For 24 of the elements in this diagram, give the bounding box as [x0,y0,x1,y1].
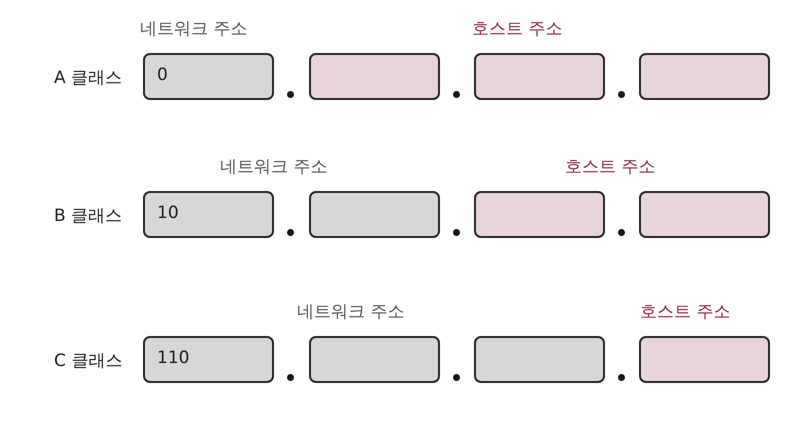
address-box [639,53,770,100]
host-address-heading: 호스트 주소 [472,18,562,40]
address-box [309,191,440,238]
address-box [143,336,274,383]
class-label: C 클래스 [54,350,122,372]
address-box [474,336,605,383]
address-box [474,53,605,100]
network-address-heading: 네트워크 주소 [297,301,404,323]
class-label: B 클래스 [54,205,122,227]
address-box [309,53,440,100]
network-address-heading: 네트워크 주소 [140,18,248,40]
class-bits: 110 [157,348,190,368]
class-bits: 0 [157,65,168,85]
class-bits: 10 [157,203,179,223]
address-box [474,191,605,238]
network-address-heading: 네트워크 주소 [220,156,328,178]
host-address-heading: 호스트 주소 [565,156,656,178]
address-box [143,53,274,100]
address-box [309,336,440,383]
class-label: A 클래스 [54,67,122,89]
address-box [639,336,770,383]
address-box [143,191,274,238]
address-box [639,191,770,238]
host-address-heading: 호스트 주소 [640,301,730,323]
